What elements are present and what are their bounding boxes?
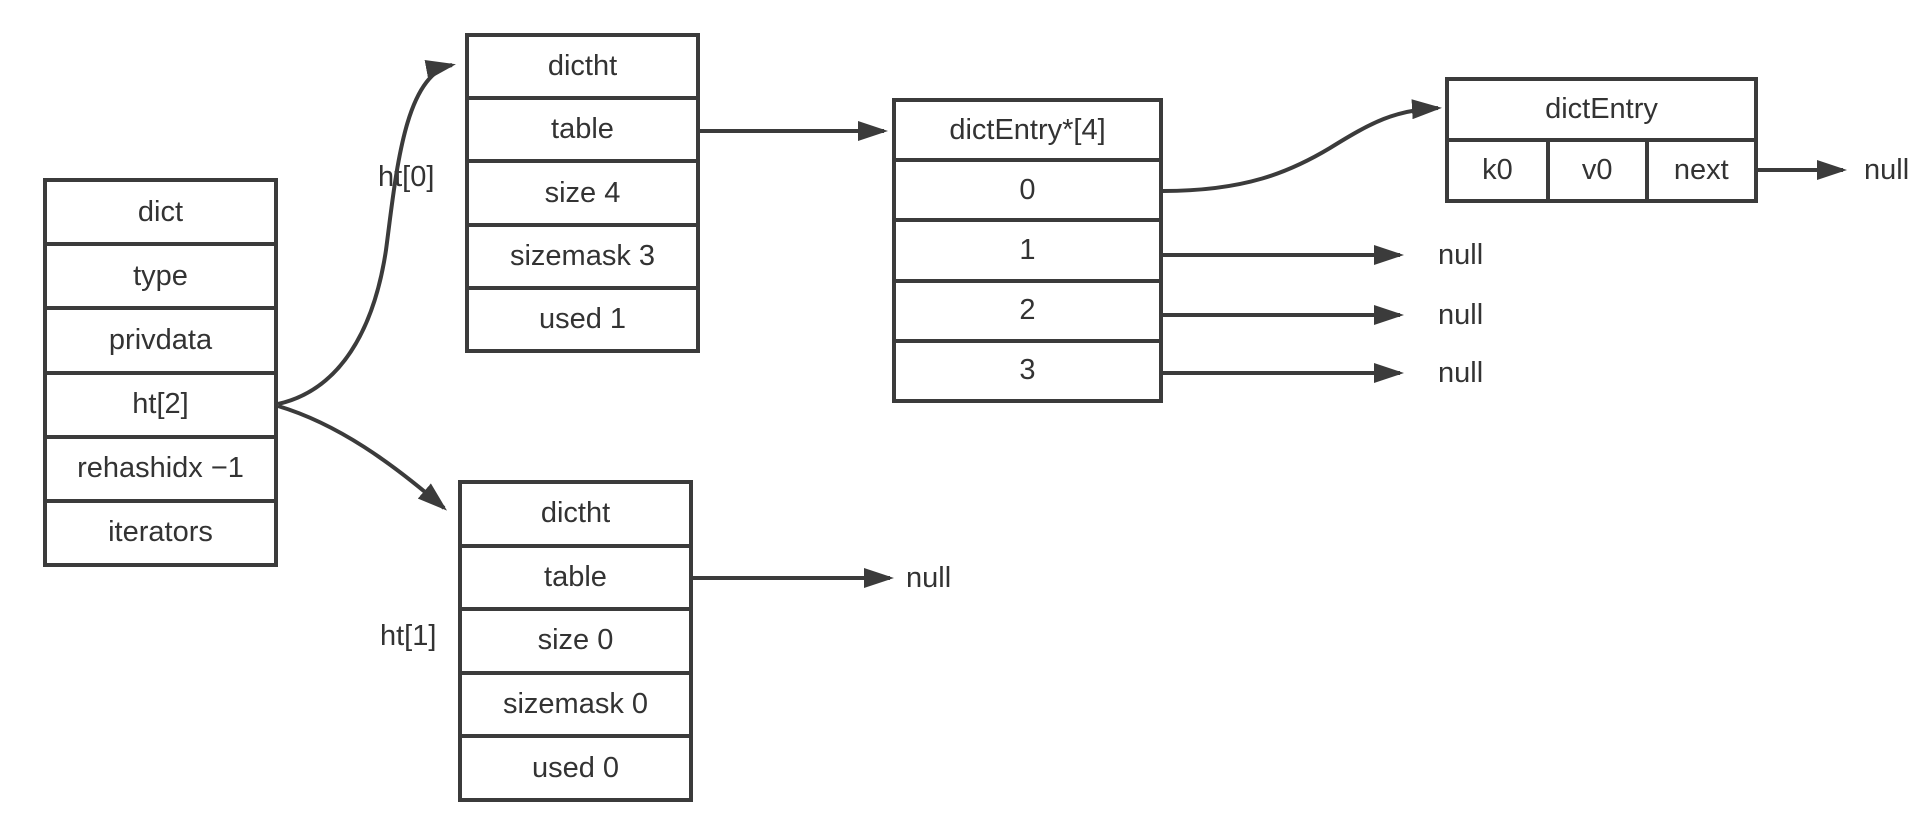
ht1-row-table: table xyxy=(462,543,689,608)
arrow-slot0-to-dictentry xyxy=(1162,99,1442,193)
dict-row-iterators: iterators xyxy=(47,498,274,563)
dict-box-header: dict xyxy=(137,195,184,228)
dict-entry-cells: k0 v0 next xyxy=(1449,138,1754,199)
ht0-row-size: size 4 xyxy=(469,159,696,222)
ht1-dictht-box: dictht table size 0 sizemask 0 used 0 xyxy=(458,480,693,802)
ht0-box-header: dictht xyxy=(547,50,618,83)
ht1-row-size: size 0 xyxy=(462,607,689,671)
slot2-null-label: null xyxy=(1438,299,1484,331)
slot1-null-label: null xyxy=(1438,239,1484,271)
ht0-row-used: used 1 xyxy=(469,285,696,349)
bucket-slot-0: 0 xyxy=(896,158,1159,218)
dict-entry-cell-next: next xyxy=(1644,142,1754,199)
dict-row-ht2: ht[2] xyxy=(47,370,274,435)
arrow-ht2-to-ht1 xyxy=(277,404,448,511)
arrow-ht2-to-ht0 xyxy=(277,60,456,406)
bucket-slot-1: 1 xyxy=(896,218,1159,278)
next-null-label: null xyxy=(1864,154,1910,186)
dict-entry-cell-key: k0 xyxy=(1482,154,1513,186)
ht0-row-sizemask: sizemask 3 xyxy=(469,222,696,286)
ht1-row-used: used 0 xyxy=(462,734,689,798)
ht1-pointer-label: ht[1] xyxy=(380,620,437,652)
ht0-pointer-label: ht[0] xyxy=(378,161,435,193)
dict-row-type: type xyxy=(47,242,274,306)
dict-row-rehashidx: rehashidx −1 xyxy=(47,434,274,499)
ht1-box-header: dictht xyxy=(540,497,611,530)
dict-entry-box: dictEntry k0 v0 next xyxy=(1445,77,1758,203)
ht0-row-table: table xyxy=(469,96,696,159)
bucket-array-box: dictEntry*[4] 0 1 2 3 xyxy=(892,98,1163,403)
dict-entry-header: dictEntry xyxy=(1545,93,1658,125)
dict-box: dict type privdata ht[2] rehashidx −1 it… xyxy=(43,178,278,567)
bucket-box-header: dictEntry*[4] xyxy=(949,113,1106,146)
dict-entry-cell-value: v0 xyxy=(1545,142,1645,199)
bucket-slot-3: 3 xyxy=(896,338,1159,399)
ht1-table-null-label: null xyxy=(906,562,952,594)
ht1-row-sizemask: sizemask 0 xyxy=(462,670,689,735)
dict-row-privdata: privdata xyxy=(47,306,274,370)
ht0-dictht-box: dictht table size 4 sizemask 3 used 1 xyxy=(465,33,700,353)
bucket-slot-2: 2 xyxy=(896,278,1159,339)
slot3-null-label: null xyxy=(1438,357,1484,389)
